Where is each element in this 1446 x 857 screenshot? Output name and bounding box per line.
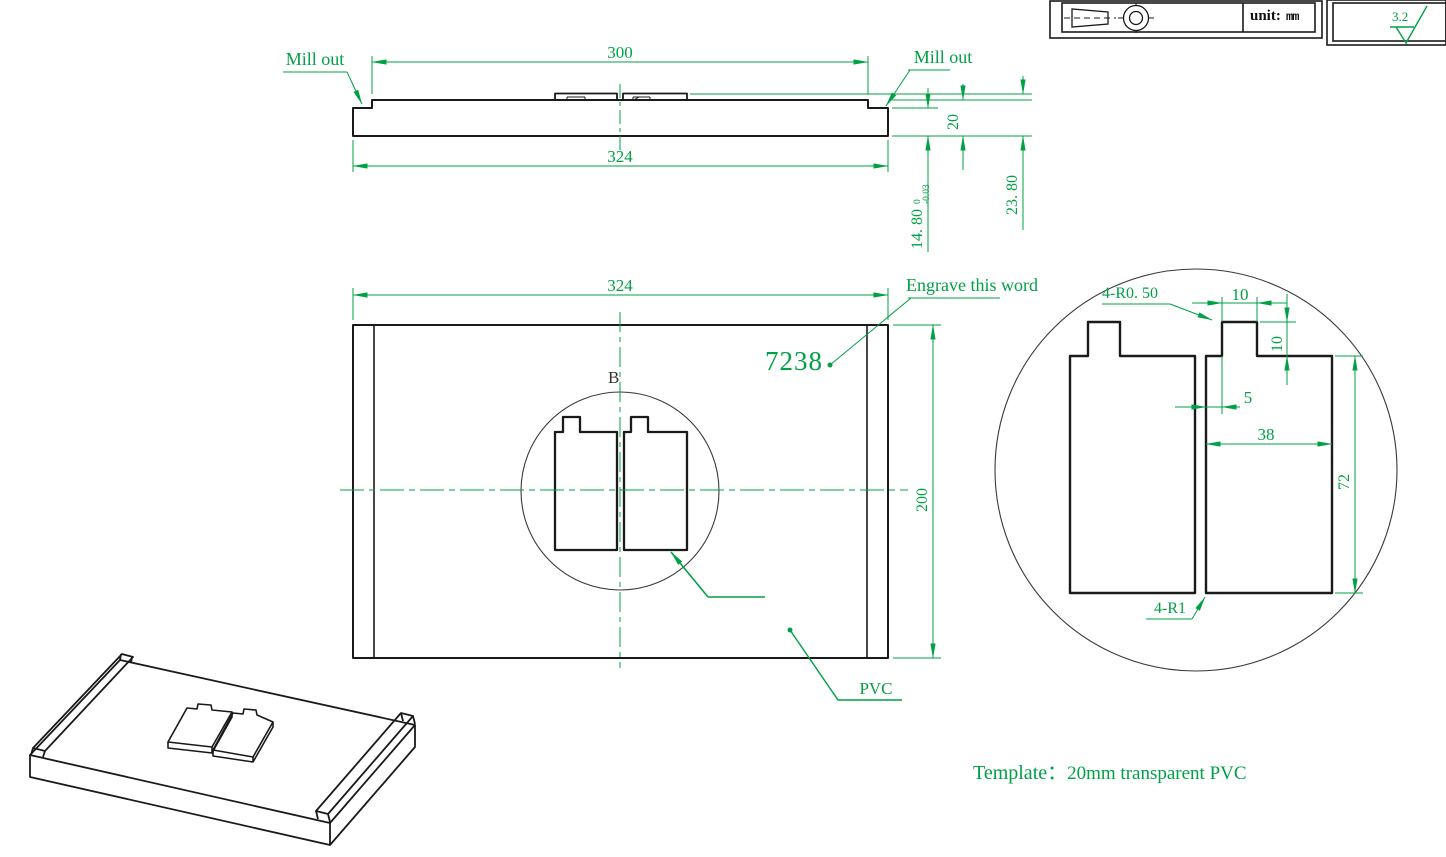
detail-label-b: B (608, 368, 620, 387)
engrave-text: 7238 (765, 346, 823, 376)
dim-plate-height: 20 (945, 114, 962, 130)
dim-total-height: 23. 80 (1004, 175, 1021, 215)
dimension-linework (283, 56, 1363, 701)
dim-tab-radius: 4-R0. 50 (1102, 285, 1158, 302)
side-view-pad-details (566, 96, 651, 101)
detail-battery-right (1204, 320, 1334, 595)
dim-step-height: 14. 80 0-0.03 (909, 184, 932, 249)
dim-tab-height: 10 (1269, 336, 1286, 352)
projection-cone-icon (1071, 8, 1109, 28)
side-view-profile (352, 99, 889, 137)
side-view-pads (554, 92, 688, 100)
dim-side-width-total: 324 (607, 147, 633, 166)
dim-body-width: 38 (1257, 425, 1275, 444)
mill-out-label-left: Mill out (285, 49, 345, 69)
front-view-mill-edges (373, 325, 868, 658)
title-block (1049, 0, 1446, 46)
tolerance-lower: -0.03 (922, 184, 932, 204)
projection-circle-icon (1122, 4, 1150, 32)
detail-b-circle (994, 268, 1398, 672)
roughness-symbol-icon (1390, 5, 1428, 45)
dim-tab-width: 10 (1231, 285, 1249, 304)
dim-step-height-value: 14. 80 (909, 209, 926, 249)
tolerance-stack: 0-0.03 (913, 184, 932, 204)
detail-battery-left (1068, 320, 1197, 595)
dim-body-height: 72 (1336, 474, 1353, 490)
engrave-note: Engrave this word (906, 275, 1038, 295)
surface-finish-value: 3.2 (1392, 9, 1409, 24)
unit-value: mm (1286, 10, 1299, 24)
dim-front-height: 200 (914, 488, 931, 512)
front-battery-left (553, 415, 619, 552)
part-geometry (352, 92, 1398, 672)
dim-side-width-inner: 300 (607, 43, 633, 62)
template-note-value: 20mm transparent PVC (1067, 763, 1247, 784)
template-note-label: Template： (973, 762, 1068, 784)
mill-out-label-right: Mill out (913, 47, 973, 67)
template-note: Template：20mm transparent PVC (973, 763, 1247, 783)
material-label: PVC (859, 679, 893, 698)
isometric-view (29, 653, 416, 846)
dim-tab-offset: 5 (1243, 388, 1253, 407)
dim-front-width: 324 (607, 276, 633, 295)
dim-body-radius: 4-R1 (1154, 600, 1186, 617)
unit-label: unit: (1250, 8, 1281, 24)
front-battery-right (622, 415, 689, 552)
